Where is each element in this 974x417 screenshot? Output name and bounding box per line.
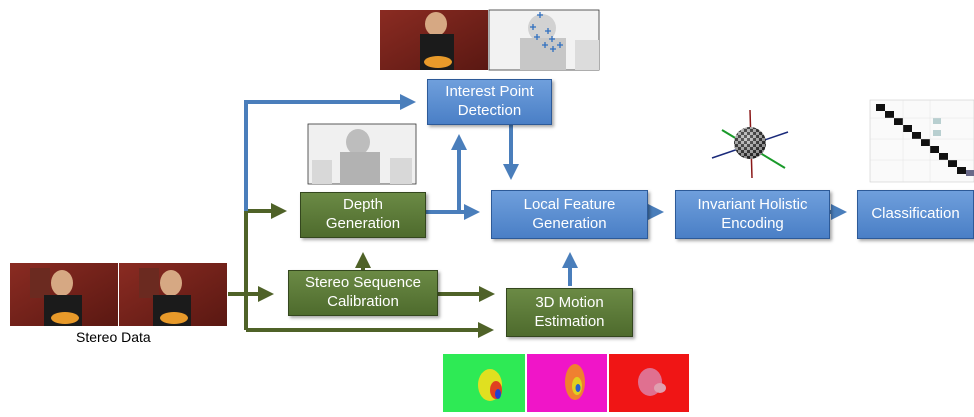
stereo-data-caption: Stereo Data bbox=[76, 329, 151, 345]
motion-flow-frame-2 bbox=[527, 354, 607, 412]
invariant-holistic-encoding-node: Invariant Holistic Encoding bbox=[675, 190, 830, 239]
holistic-sphere-icon bbox=[711, 109, 789, 179]
classification-node: Classification bbox=[857, 190, 974, 239]
interest-points-frame bbox=[488, 9, 600, 71]
interest-color-frame bbox=[380, 10, 488, 70]
motion-flow-frame-1 bbox=[443, 354, 525, 412]
depth-map-frame bbox=[307, 123, 417, 185]
blue-connectors bbox=[244, 94, 847, 286]
stereo-right-frame bbox=[119, 263, 227, 326]
stereo-left-frame bbox=[10, 263, 118, 326]
3d-motion-estimation-node: 3D Motion Estimation bbox=[506, 288, 633, 337]
stereo-sequence-calibration-node: Stereo Sequence Calibration bbox=[288, 270, 438, 316]
local-feature-generation-node: Local Feature Generation bbox=[491, 190, 648, 239]
motion-flow-frame-3 bbox=[609, 354, 689, 412]
depth-generation-node: Depth Generation bbox=[300, 192, 426, 238]
confusion-matrix-thumbnail bbox=[869, 99, 974, 183]
interest-point-detection-node: Interest Point Detection bbox=[427, 79, 552, 125]
